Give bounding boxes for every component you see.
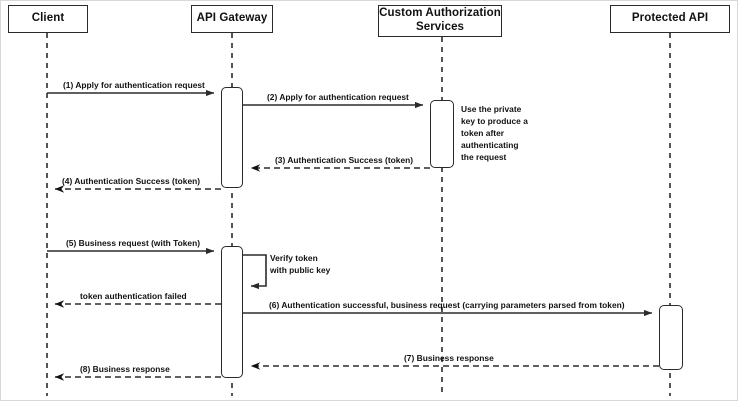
participant-label-client: Client [31,12,65,25]
message-label-4: (4) Authentication Success (token) [62,176,201,186]
activation-bar-api-gateway-1 [221,87,243,188]
activation-bar-protected-api [659,305,683,370]
message-arrows [47,89,659,381]
message-label-2: (2) Apply for authentication request [267,92,409,102]
activation-bar-custom-authorization-services [430,100,454,168]
participant-custom-authorization-services[interactable]: Custom Authorization Services [378,5,502,37]
message-label-7: (7) Business response [404,353,494,363]
participant-label-api-gateway: API Gateway [196,12,268,25]
message-label-3: (3) Authentication Success (token) [275,155,414,165]
participant-protected-api[interactable]: Protected API [610,5,730,33]
note-verify-token: Verify token with public key [270,253,331,275]
message-label-6: (6) Authentication successful, business … [269,300,625,310]
participant-label-custom-authorization-services: Custom Authorization Services [379,7,501,33]
message-arrow-self-verify [243,254,267,290]
activation-bar-api-gateway-2 [221,246,243,378]
note-private-key: Use the private key to produce a token a… [461,104,528,162]
message-label-8: (8) Business response [80,364,170,374]
participant-api-gateway[interactable]: API Gateway [191,5,273,33]
participant-client[interactable]: Client [8,5,88,33]
message-label-1: (1) Apply for authentication request [63,80,205,90]
message-label-5: (5) Business request (with Token) [66,238,201,248]
participant-label-protected-api: Protected API [631,12,709,25]
message-label-token-failed: token authentication failed [80,291,187,301]
